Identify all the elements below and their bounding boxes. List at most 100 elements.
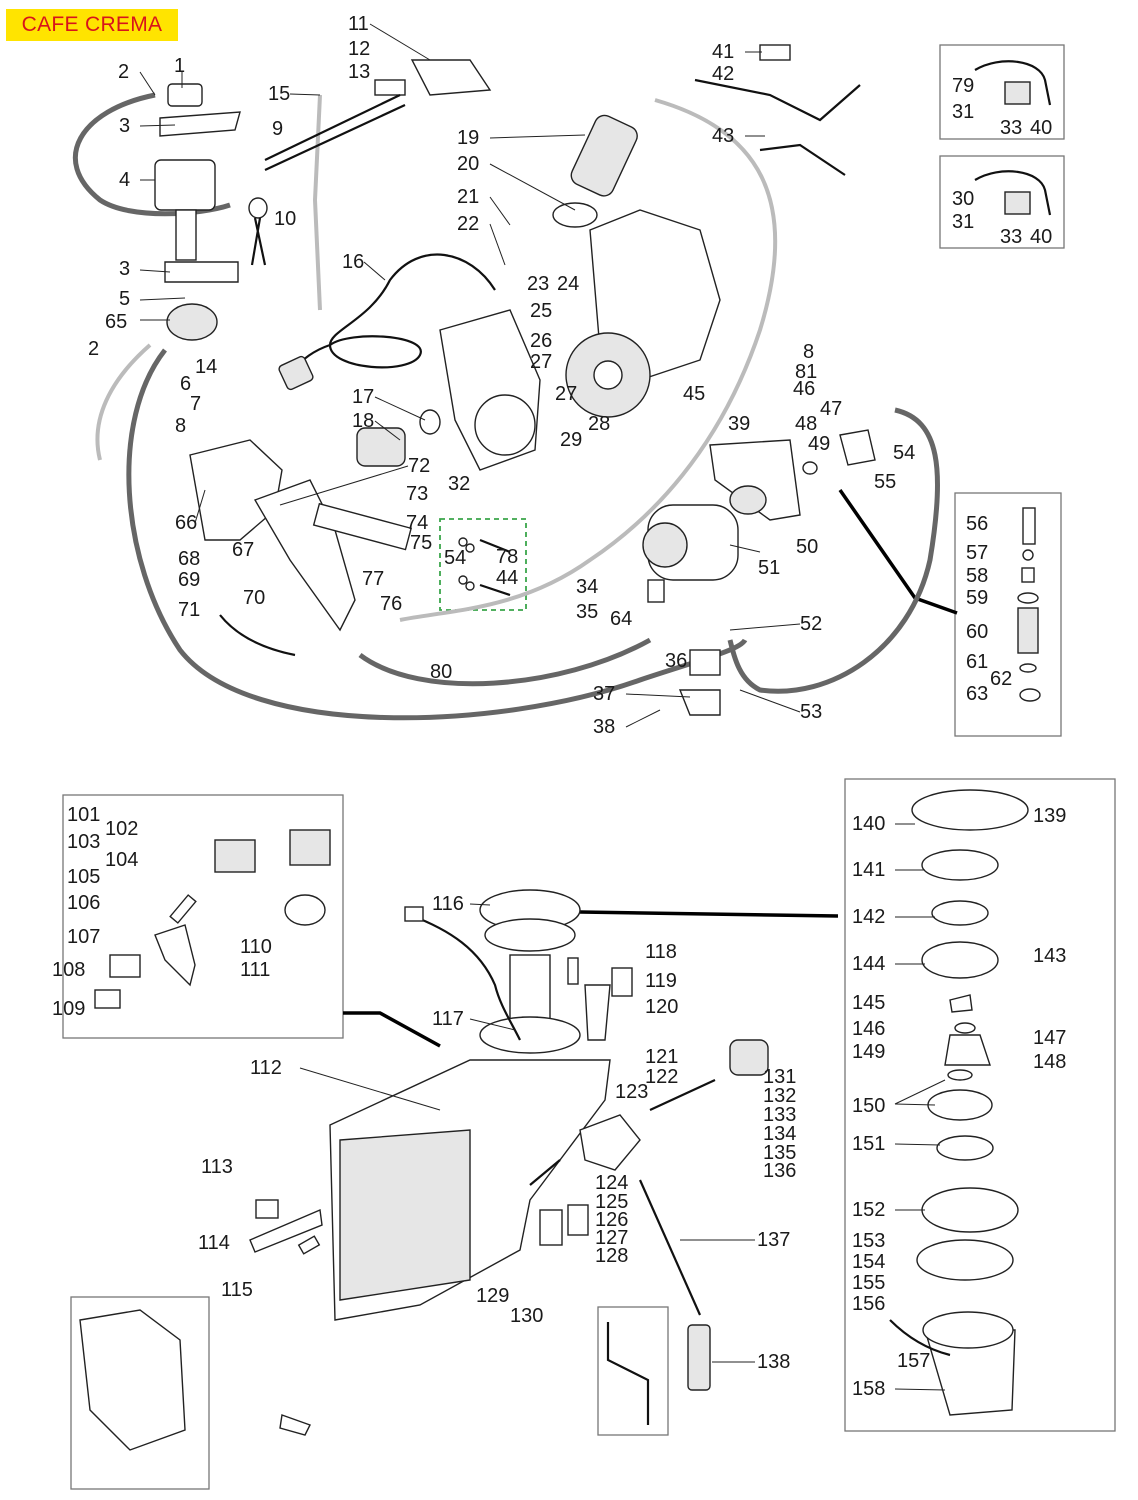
part-37-bracket — [678, 689, 721, 716]
callout-45: 45 — [683, 383, 705, 405]
part-120-bracket — [584, 984, 611, 1041]
part-17-pinion — [419, 409, 441, 435]
callout-54b: 54 — [444, 547, 466, 569]
part-29-ring — [474, 394, 536, 456]
part-162-chassis-side — [339, 1129, 471, 1301]
callout-10: 10 — [274, 208, 296, 230]
part-101-solenoid — [214, 839, 256, 873]
seal-o-ring-4 — [465, 581, 475, 591]
part-168-cover — [284, 894, 326, 926]
power-plug — [278, 355, 314, 391]
callout-17: 17 — [352, 386, 374, 408]
callout-137: 137 — [757, 1229, 790, 1251]
callout-143: 143 — [1033, 945, 1066, 967]
callout-129: 129 — [476, 1285, 509, 1307]
part-18-motor — [356, 427, 406, 467]
part-60-body — [1017, 607, 1039, 654]
callout-51: 51 — [758, 557, 780, 579]
part-164-hopper — [79, 1309, 186, 1451]
part-151-seal — [936, 1135, 994, 1161]
callout-60: 60 — [966, 621, 988, 643]
callout-49: 49 — [808, 433, 830, 455]
inset-box-valve — [954, 492, 1062, 737]
part-113-switch — [255, 1199, 279, 1219]
callout-149: 149 — [852, 1041, 885, 1063]
callout-124: 124 — [595, 1172, 628, 1194]
part-141-ring — [921, 849, 999, 881]
inset-box-79 — [939, 44, 1065, 140]
connector-line-grinder — [579, 910, 839, 918]
callout-29: 29 — [560, 429, 582, 451]
part-57-pin — [1022, 549, 1034, 561]
hose-8-right — [727, 407, 941, 694]
seal-o-ring-3 — [458, 575, 468, 585]
callout-153: 153 — [852, 1230, 885, 1252]
callout-33b: 33 — [1000, 226, 1022, 248]
callout-34: 34 — [576, 576, 598, 598]
part-146-washer — [954, 1022, 976, 1034]
callout-26: 26 — [530, 330, 552, 352]
callout-75: 75 — [410, 532, 432, 554]
callout-72: 72 — [408, 455, 430, 477]
callout-16: 16 — [342, 251, 364, 273]
part-144-ring — [921, 941, 999, 979]
callout-115: 115 — [221, 1279, 253, 1301]
part-13-clip — [374, 79, 406, 96]
part-1-fitting — [167, 83, 203, 107]
part-51-boiler-face — [642, 522, 688, 568]
inset-box-grinder — [844, 778, 1116, 1432]
callout-156: 156 — [852, 1293, 885, 1315]
callout-145: 145 — [852, 992, 885, 1014]
part-49-nut — [802, 461, 818, 475]
part-61-ring — [1019, 663, 1037, 673]
seal-hose-78 — [479, 538, 511, 554]
callout-37: 37 — [593, 683, 615, 705]
part-109-plate — [94, 989, 121, 1009]
inset-harness-30 — [974, 170, 1052, 216]
callout-7: 7 — [190, 393, 201, 415]
part-4-stem — [175, 209, 197, 261]
callout-43: 43 — [712, 125, 734, 147]
callout-113: 113 — [201, 1156, 233, 1178]
part-104-plunger — [169, 894, 197, 924]
seal-o-ring-1 — [458, 537, 468, 547]
part-3-bracket-top — [159, 111, 241, 137]
part-4-solenoid — [154, 159, 216, 211]
callout-110: 110 — [240, 936, 272, 958]
part-65-fitting — [166, 303, 218, 341]
callout-135: 135 — [763, 1142, 796, 1164]
part-3-bracket-bottom — [164, 261, 239, 283]
callout-33: 33 — [1000, 117, 1022, 139]
callout-28: 28 — [588, 413, 610, 435]
callout-71: 71 — [178, 599, 200, 621]
callout-4: 4 — [119, 169, 130, 191]
part-67-holder — [253, 479, 356, 632]
callout-14: 14 — [195, 356, 217, 378]
inset-bracket-33-b — [1004, 191, 1031, 215]
callout-103: 103 — [67, 831, 100, 853]
callout-120: 120 — [645, 996, 678, 1018]
part-58-seal — [1021, 567, 1035, 583]
callout-8: 8 — [175, 415, 186, 437]
callout-128: 128 — [595, 1245, 628, 1267]
callout-74: 74 — [406, 512, 428, 534]
callout-81: 81 — [795, 361, 817, 383]
part-20-gear — [552, 202, 598, 228]
callout-111: 111 — [240, 959, 270, 981]
callout-39: 39 — [728, 413, 750, 435]
callout-61: 61 — [966, 651, 988, 673]
part-150-seal — [947, 1069, 973, 1081]
part-105-bracket — [154, 924, 196, 987]
part-115-spring — [297, 1235, 321, 1255]
part-126-block — [567, 1204, 589, 1236]
callout-6: 6 — [180, 373, 191, 395]
harness-9b — [264, 104, 406, 171]
callout-77: 77 — [362, 568, 384, 590]
part-51-boiler-bracket — [709, 439, 801, 521]
hose-2-lower — [95, 343, 152, 461]
part-116-wire — [409, 913, 521, 1041]
part-11-connector — [410, 59, 492, 96]
callout-15: 15 — [268, 83, 290, 105]
callout-27b: 27 — [555, 383, 577, 405]
